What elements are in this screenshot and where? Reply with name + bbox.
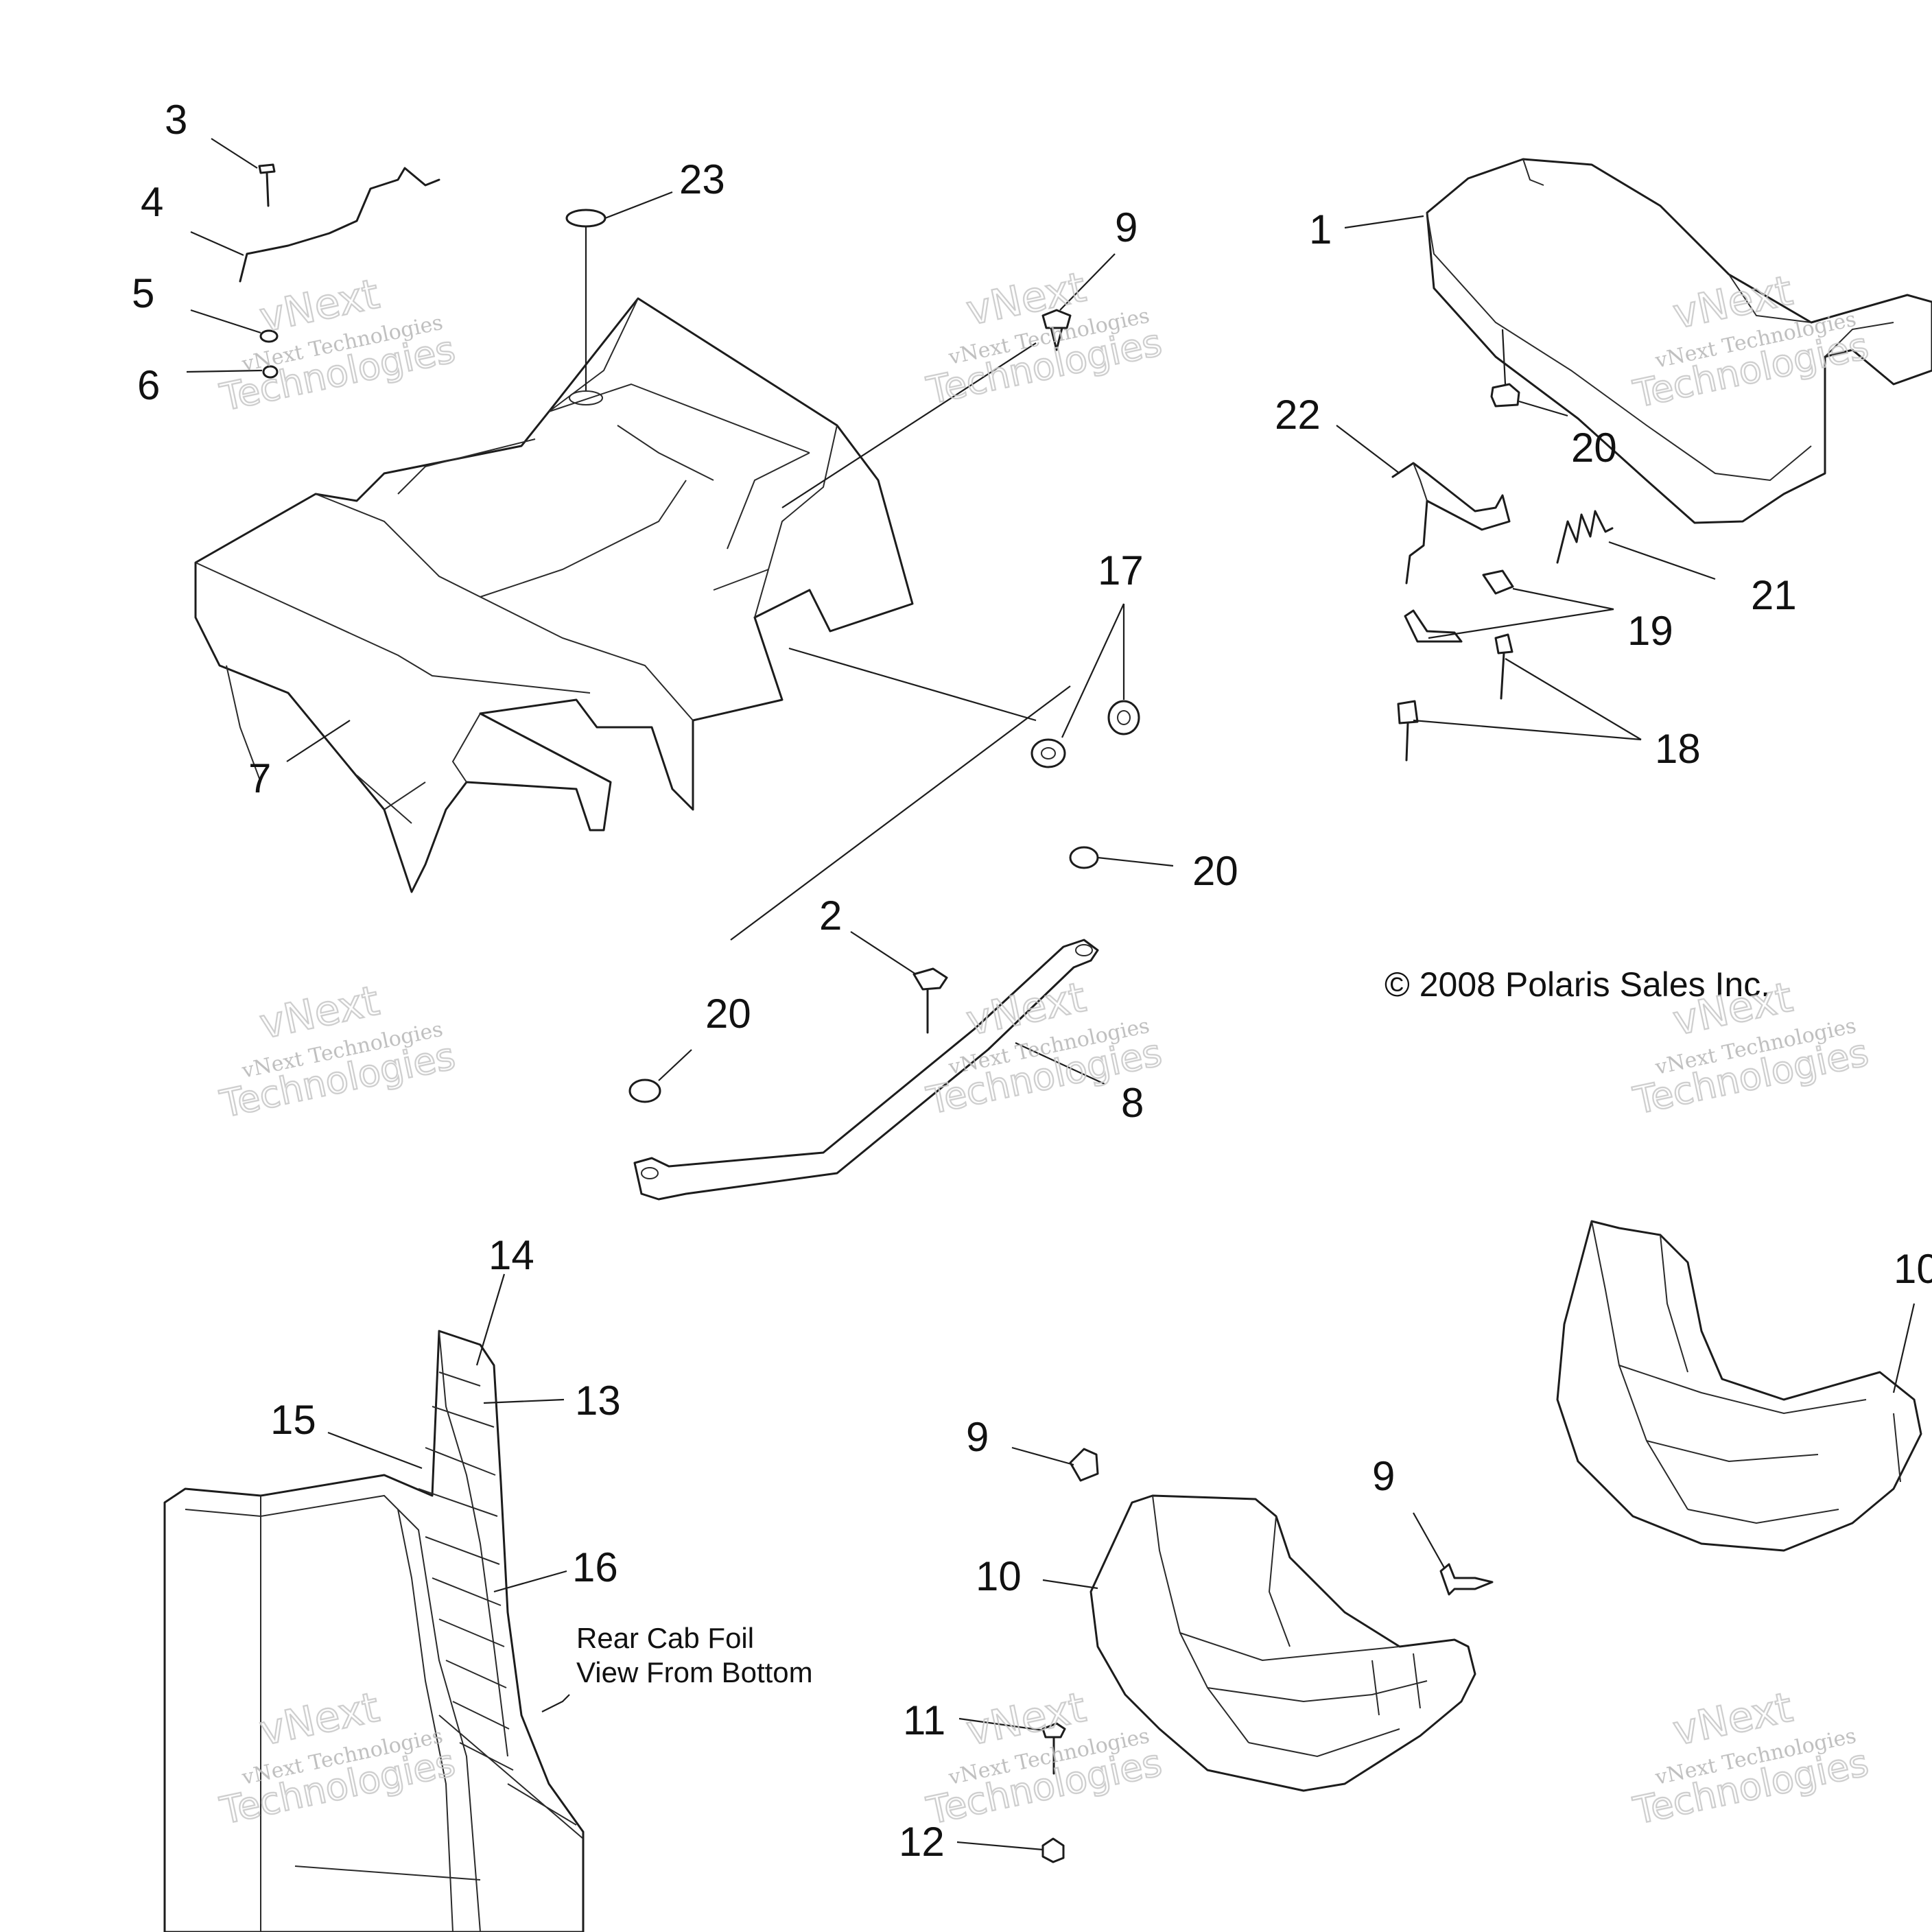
rivet-part-9-top [1041,309,1072,351]
grommet-part-17 [1030,700,1140,768]
bumper-part-20-seat [1490,383,1520,408]
callout-5: 5 [132,270,154,316]
leader-lines [186,138,1916,1851]
callout-4: 4 [141,179,163,225]
latch-part-22 [1391,462,1511,585]
caption-line-2: View From Bottom [576,1656,813,1688]
wire-part-4 [239,167,440,283]
callout-10-right: 10 [1894,1246,1932,1292]
callout-13: 13 [575,1378,621,1424]
brace-part-8 [633,939,1099,1201]
callout-17: 17 [1098,547,1144,593]
watermark: vNext vNext Technologies Technologies [215,1682,460,1833]
callout-20-seat: 20 [1571,425,1617,471]
callout-8: 8 [1121,1080,1144,1126]
footwell-part-10-center [1089,1494,1476,1792]
callout-18: 18 [1655,726,1701,772]
footwell-part-10-right [1556,1220,1922,1552]
bumper-part-20-right [1069,846,1099,869]
watermark: vNext vNext Technologies Technologies [1629,266,1873,416]
callout-22: 22 [1275,392,1321,438]
screw-part-11 [1041,1722,1066,1775]
callout-1: 1 [1309,207,1332,252]
callout-10-center: 10 [976,1553,1022,1599]
callout-19: 19 [1627,608,1673,654]
pin-part-18 [1397,633,1513,762]
callout-20-right: 20 [1192,848,1238,894]
watermarks: vNext vNext Technologies Technologies vN… [215,262,1873,1833]
callout-15: 15 [270,1397,316,1443]
nut-part-12 [1041,1837,1065,1863]
caption-line-1: Rear Cab Foil [576,1622,754,1654]
watermark: vNext vNext Technologies Technologies [922,1682,1166,1833]
watermark: vNext vNext Technologies Technologies [1629,1682,1873,1833]
cap-part-23 [565,209,606,405]
callout-21: 21 [1751,572,1797,618]
foil-caption: Rear Cab Foil View From Bottom [576,1622,813,1688]
callout-7: 7 [248,755,271,801]
callout-3: 3 [165,97,187,143]
rear-cab-part [194,297,914,893]
callout-2: 2 [819,893,842,939]
callout-6: 6 [137,362,160,408]
bumper-part-20-left [628,1079,661,1103]
callout-labels: 1 2 3 4 5 6 7 8 9 9 9 10 10 11 12 13 14 … [132,97,1932,1865]
watermark: vNext vNext Technologies Technologies [922,262,1166,413]
plate-part-19 [1404,569,1514,643]
callout-23: 23 [679,156,725,202]
callout-11: 11 [903,1697,945,1743]
copyright-notice: © 2008 Polaris Sales Inc. [1385,965,1770,1004]
callout-12: 12 [899,1819,945,1865]
watermark: vNext vNext Technologies Technologies [215,976,460,1127]
rivet-part-9-left [1069,1448,1099,1482]
spring-part-21 [1556,510,1614,564]
rear-cab-foil-view [163,1330,585,1932]
callout-9-left: 9 [966,1414,989,1460]
rivet-part-9-right [1439,1563,1494,1596]
callout-9-top: 9 [1115,204,1138,250]
callout-14: 14 [488,1232,534,1278]
nut-part-6 [262,365,279,379]
bolt-part-2 [912,967,948,1034]
pin-part-3 [258,163,276,207]
foil-hatching [418,1371,514,1771]
callout-16: 16 [572,1544,618,1590]
seat-part-1 [1426,158,1932,524]
callout-9-right: 9 [1372,1453,1395,1499]
callout-20-left: 20 [705,991,751,1037]
washer-part-5 [259,329,279,343]
